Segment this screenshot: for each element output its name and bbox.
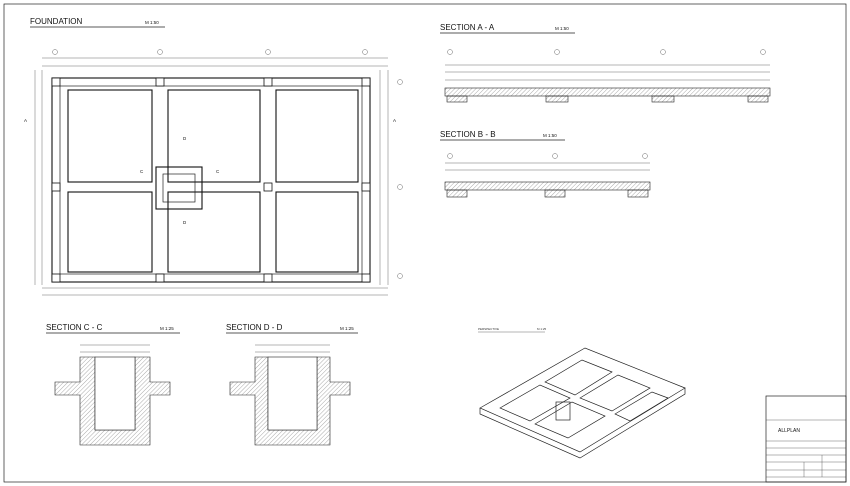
section-dd-scale: M 1:25	[340, 326, 354, 331]
section-bb-title: SECTION B - B	[440, 130, 496, 139]
section-b-b: SECTION B - B M 1:50	[440, 130, 651, 198]
section-dd-title: SECTION D - D	[226, 323, 283, 332]
section-cc-title: SECTION C - C	[46, 323, 103, 332]
section-mark-d-bottom: D	[183, 220, 187, 225]
section-a-a: SECTION A - A M 1:50	[440, 23, 771, 103]
title-block-brand: ALLPLAN	[778, 428, 800, 434]
perspective-scale: M 1:25	[537, 327, 547, 331]
foundation-title: FOUNDATION	[30, 17, 83, 26]
section-mark-c-left: C	[140, 169, 144, 174]
section-aa-scale: M 1:50	[555, 26, 569, 31]
section-mark-a-left: A	[24, 118, 27, 123]
title-block: ALLPLAN	[765, 395, 847, 483]
sheet-border	[3, 3, 847, 483]
section-c-c: SECTION C - C M 1:25	[46, 323, 180, 446]
section-cc-scale: M 1:25	[160, 326, 174, 331]
section-mark-c-right: C	[216, 169, 220, 174]
foundation-scale: M 1:50	[145, 20, 159, 25]
perspective-view: PERSPECTIVE M 1:25	[478, 327, 686, 459]
section-d-d: SECTION D - D M 1:25	[226, 323, 358, 446]
foundation-plan: FOUNDATION M 1:50 A A	[24, 17, 403, 296]
section-aa-title: SECTION A - A	[440, 23, 495, 32]
section-bb-scale: M 1:50	[543, 133, 557, 138]
section-mark-a-right: A	[393, 118, 396, 123]
perspective-title: PERSPECTIVE	[478, 327, 499, 331]
section-mark-d-top: D	[183, 136, 187, 141]
